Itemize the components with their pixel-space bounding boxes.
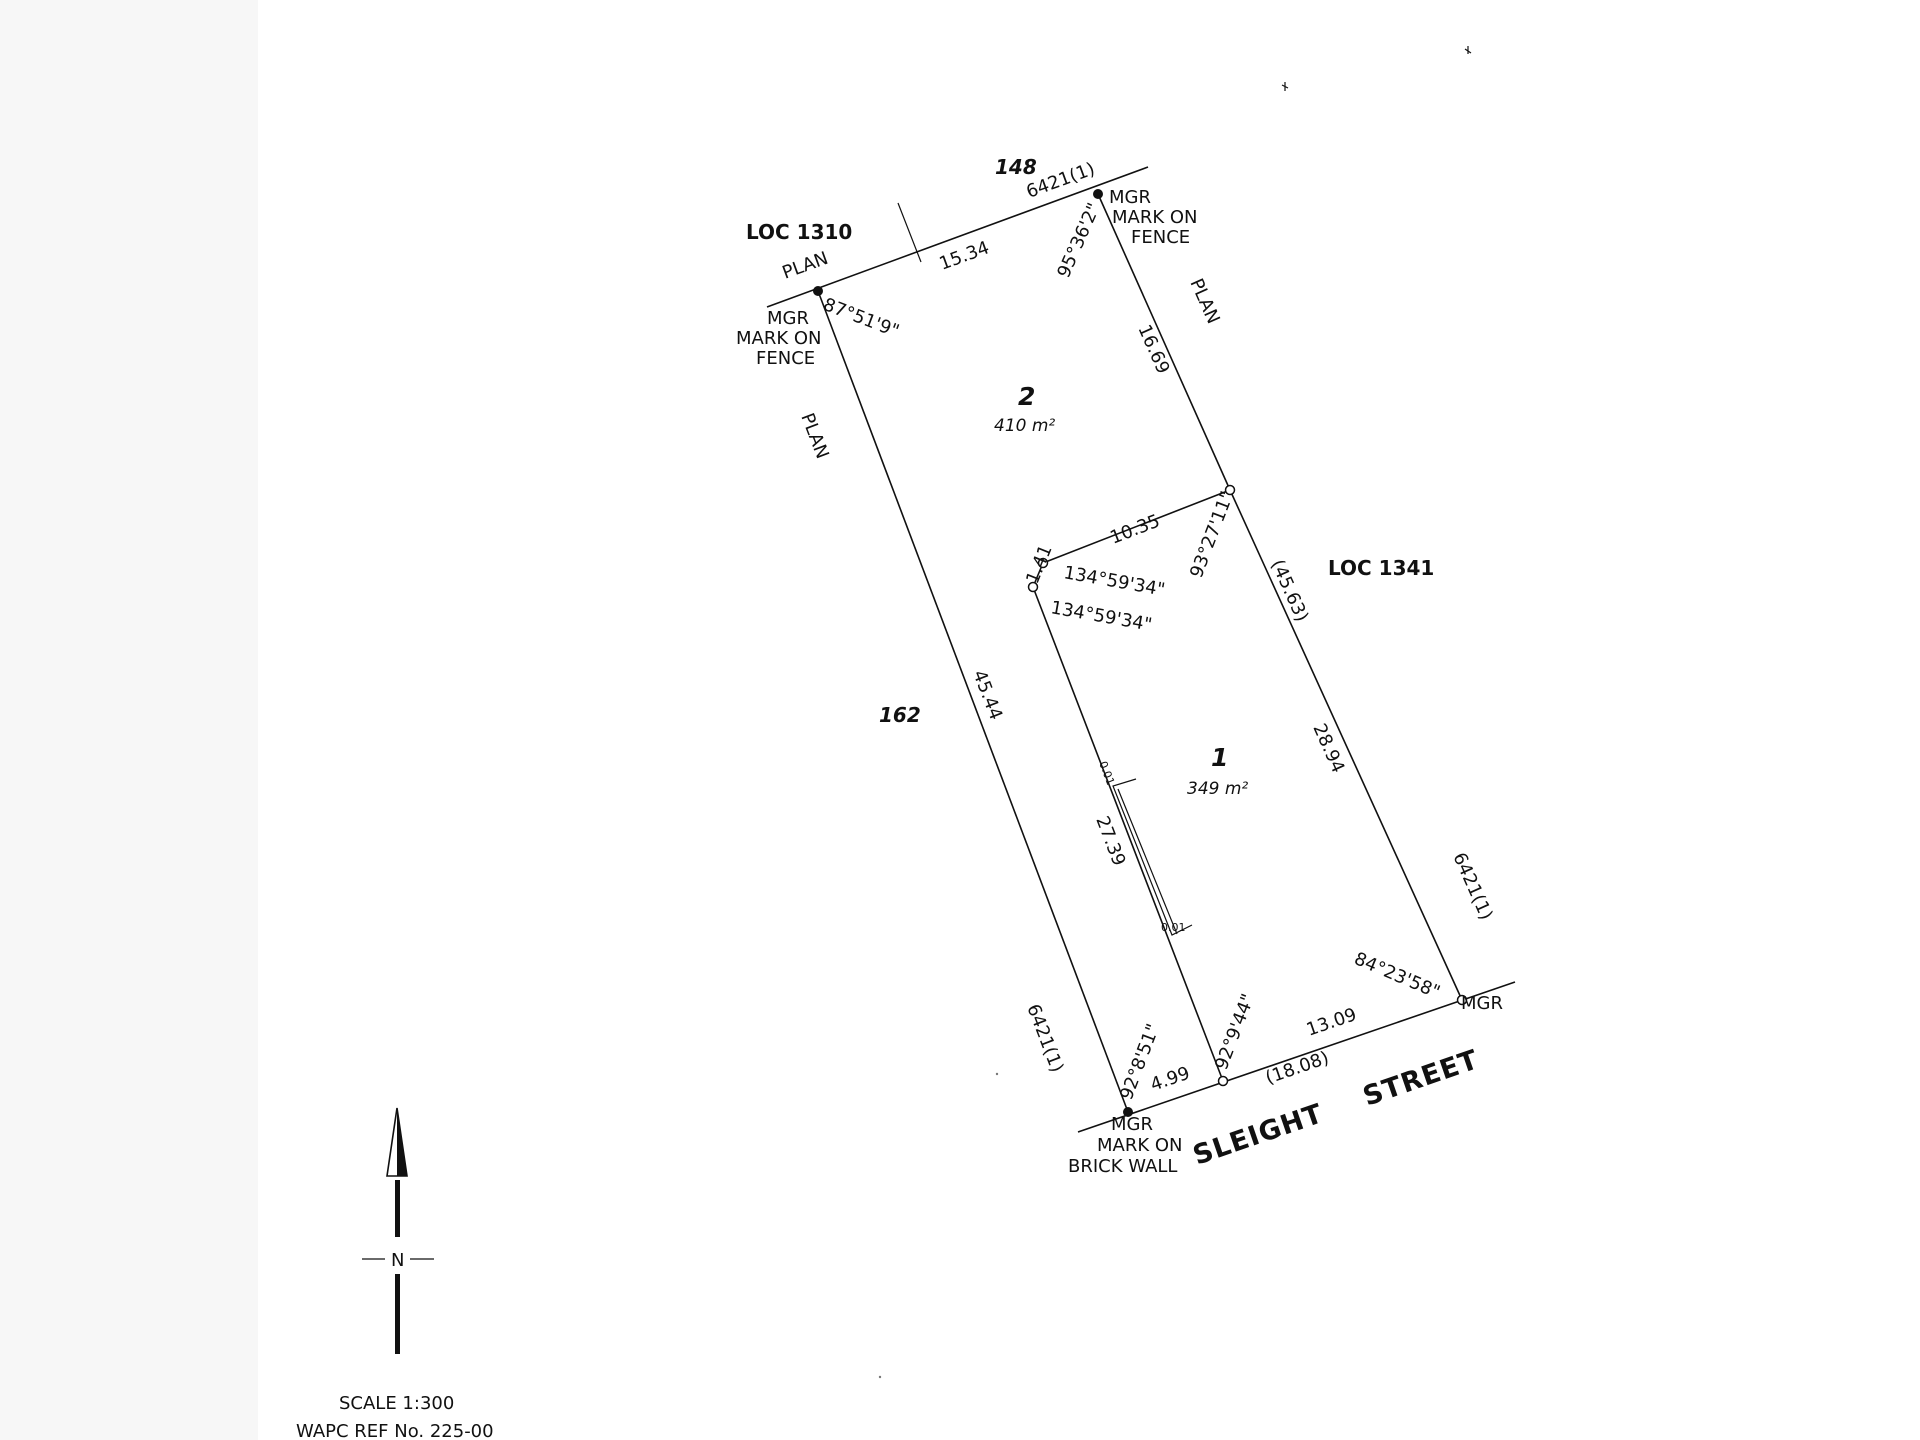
speck-3: [995, 1072, 999, 1076]
peg-right-mid: [1224, 484, 1236, 496]
mark-bottom-left-line3: BRICK WALL: [1068, 1156, 1177, 1177]
mgr-mark-top-left: [813, 286, 823, 296]
survey-points: [813, 189, 1468, 1117]
offset-bracket-inner: [1117, 788, 1178, 935]
dim-front-right: 13.09: [1304, 1004, 1360, 1041]
north-arrow: N: [362, 1107, 434, 1354]
angle-bottom-mid: 92°9'44": [1211, 991, 1259, 1073]
mark-top-left-line2: MARK ON: [736, 328, 822, 349]
lot-1-area: 349 m²: [1187, 779, 1248, 799]
mark-top-left-line1: MGR: [767, 308, 809, 329]
speck-2: [1281, 82, 1289, 91]
peg-internal-top: [1037, 557, 1049, 569]
plan-label-right: PLAN: [1185, 275, 1223, 327]
internal-top: [1042, 489, 1231, 564]
dim-offset-top: 0.01: [1096, 759, 1117, 787]
dim-left: 45.44: [968, 667, 1006, 723]
speck-4: [878, 1375, 882, 1379]
lot-1-number: 1: [1211, 743, 1228, 772]
scale-label: SCALE 1:300: [339, 1393, 454, 1414]
loc-1341-label: LOC 1341: [1328, 556, 1434, 580]
right-lower-boundary: [1229, 489, 1463, 1001]
paper-edge: [0, 0, 258, 1440]
lot-2-number: 2: [1018, 382, 1035, 411]
mark-top-right-line3: FENCE: [1131, 227, 1190, 248]
angle-top-left: 87°51'9": [820, 294, 902, 342]
ref-left: 6421(1): [1022, 1001, 1067, 1075]
angle-internal-1: 134°59'34": [1062, 562, 1166, 600]
loc-1310-label: LOC 1310: [746, 220, 852, 244]
mark-top-right-line2: MARK ON: [1112, 207, 1198, 228]
mgr-mark-bottom-left: [1123, 1107, 1133, 1117]
mark-top-right: MGR MARK ON FENCE: [1109, 187, 1198, 248]
street-word-street: STREET: [1359, 1044, 1483, 1112]
internal-long: [1032, 586, 1224, 1082]
mark-bottom-left: MGR MARK ON BRICK WALL: [1068, 1114, 1183, 1177]
north-arrow-head-half: [397, 1108, 407, 1176]
mgr-mark-top-right: [1093, 189, 1103, 199]
north-arrow-shaft-upper: [395, 1180, 400, 1237]
dim-front-left: 4.99: [1148, 1063, 1193, 1096]
dim-offset-bottom: 0.01: [1161, 921, 1186, 934]
mark-bottom-right: MGR: [1461, 993, 1503, 1014]
mark-bottom-left-line1: MGR: [1111, 1114, 1153, 1135]
right-upper-boundary: [1097, 193, 1231, 491]
lot-162-label: 162: [879, 703, 921, 727]
angle-internal-2: 134°59'34": [1049, 597, 1153, 635]
dim-internal-top: 10.35: [1107, 511, 1163, 549]
fence-tick: [897, 202, 922, 263]
dim-right-total: (45.63): [1266, 556, 1312, 624]
left-boundary: [817, 290, 1129, 1113]
lot-2-area: 410 m²: [994, 416, 1055, 436]
offset-bracket: [1112, 778, 1193, 936]
plan-label-top-left: PLAN: [780, 248, 831, 284]
dim-internal-short: 1.41: [1022, 542, 1056, 587]
lot-148-label: 148: [995, 155, 1037, 179]
angle-top-right: 95°36'2": [1053, 200, 1105, 281]
peg-internal-corner: [1027, 581, 1039, 593]
mark-bottom-left-line2: MARK ON: [1097, 1135, 1183, 1156]
dim-top: 15.34: [937, 237, 993, 274]
peg-bottom-right: [1456, 994, 1468, 1006]
dim-front-total: (18.08): [1263, 1048, 1332, 1089]
top-boundary: [766, 166, 1149, 308]
boundary-lines: [766, 166, 1516, 1133]
stray-marks: [878, 46, 1472, 1379]
speck-1: [1464, 46, 1472, 54]
ref-right: 6421(1): [1448, 849, 1496, 923]
wapc-ref-label: WAPC REF No. 225-00: [296, 1421, 494, 1440]
mark-top-right-line1: MGR: [1109, 187, 1151, 208]
dim-right-lower: 28.94: [1308, 720, 1348, 776]
plan-label-left: PLAN: [796, 410, 832, 461]
street-frontage: [1077, 981, 1516, 1133]
angle-bottom-right: 84°23'58": [1351, 948, 1443, 1003]
mark-top-left: MGR MARK ON FENCE: [736, 308, 822, 369]
mark-top-left-line3: FENCE: [756, 348, 815, 369]
peg-frontage-mid: [1217, 1075, 1229, 1087]
angle-internal-right: 93°27'11": [1186, 488, 1238, 580]
street-word-sleight: SLEIGHT: [1189, 1098, 1327, 1171]
north-label: N: [391, 1250, 404, 1271]
north-arrow-shaft-lower: [395, 1274, 400, 1354]
